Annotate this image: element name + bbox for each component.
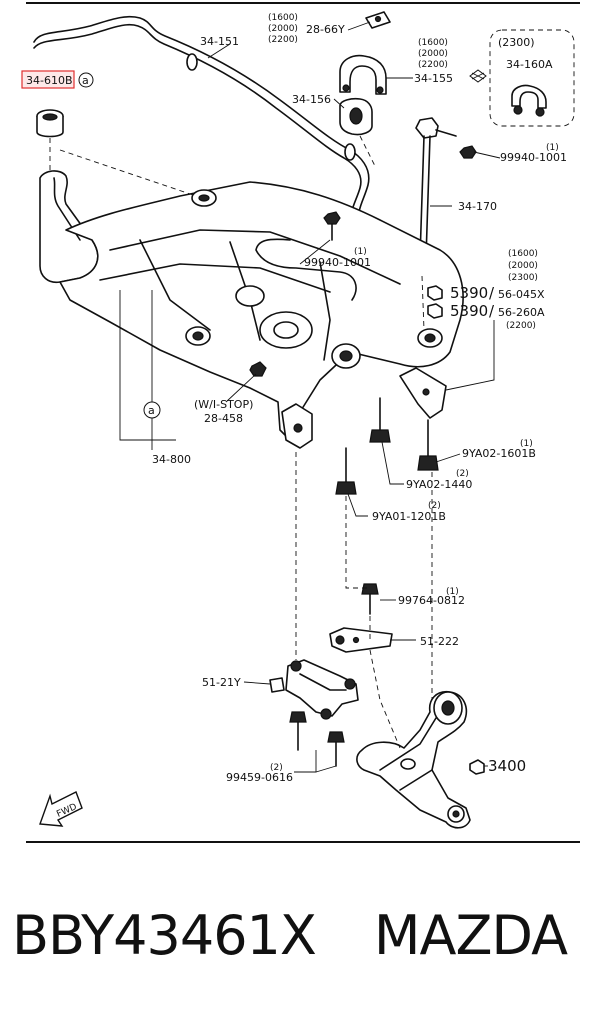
label-28-66y-cap-3: (2200): [268, 35, 298, 45]
label-9ya02-1601b[interactable]: 9YA02-1601B: [462, 447, 536, 460]
bracket-34-155: [339, 54, 387, 95]
label-51-21y[interactable]: 51-21Y: [202, 676, 241, 689]
bolt-9ya02-1440: [369, 397, 391, 443]
label-9ya01-1201b[interactable]: 9YA01-1201B: [372, 510, 446, 523]
bracket-51-21y: [269, 659, 359, 720]
subframe-34-800: [39, 170, 464, 449]
circle-a-marker-bottom: [143, 401, 161, 419]
parts-diagram: 34-151 (1600) (2000) (2200) 28-66Y (1600…: [21, 2, 580, 843]
label-34-610b[interactable]: 34-610B: [26, 74, 73, 87]
label-5390-cap-2: (2000): [508, 261, 538, 271]
label-28-458[interactable]: 28-458: [204, 412, 243, 425]
caption-part-number: BBY43461X: [12, 903, 317, 967]
bushing-34-610b: [36, 109, 64, 138]
label-34-151[interactable]: 34-151: [200, 35, 239, 48]
label-slash-b: /: [489, 302, 495, 320]
circle-a-label-top: a: [82, 74, 89, 87]
label-34-155-cap-3: (2200): [418, 60, 448, 70]
label-56-260a[interactable]: 56-260A: [498, 306, 545, 319]
label-5390-a[interactable]: 5390: [450, 284, 488, 302]
labels: 34-151 (1600) (2000) (2200) 28-66Y (1600…: [21, 13, 567, 820]
ref-5390-a-icon: [427, 285, 443, 301]
label-5390-cap-1: (1600): [508, 249, 538, 259]
circle-a-label-bottom: a: [148, 404, 155, 417]
fwd-arrow-icon: [39, 791, 83, 827]
label-5390-cap-3: (2300): [508, 273, 538, 283]
label-99459-0616[interactable]: 99459-0616: [226, 771, 293, 784]
plate-51-222: [329, 627, 393, 653]
label-9ya01-1201b-qty: (2): [428, 501, 441, 511]
label-99459-0616-qty: (2): [270, 763, 283, 773]
label-99764-0812[interactable]: 99764-0812: [398, 594, 465, 607]
label-34-155[interactable]: 34-155: [414, 72, 453, 85]
caption-brand: MAZDA: [373, 903, 568, 967]
label-28-66y[interactable]: 28-66Y: [306, 23, 345, 36]
label-28-66y-cap-1: (1600): [268, 13, 298, 23]
circle-a-marker-top: [78, 72, 94, 88]
ref-5390-b-icon: [427, 303, 443, 319]
label-slash-a: /: [489, 284, 495, 302]
label-34-155-cap-1: (1600): [418, 38, 448, 48]
label-34-170[interactable]: 34-170: [458, 200, 497, 213]
lower-control-arm: [356, 690, 471, 829]
label-5390-b[interactable]: 5390: [450, 302, 488, 320]
label-wi-stop: (W/I-STOP): [194, 398, 253, 411]
label-56-045x[interactable]: 56-045X: [498, 288, 545, 301]
label-34-155-cap-2: (2000): [418, 49, 448, 59]
highlight-box-34-610b: [21, 70, 75, 89]
clip-28-66y: [365, 11, 391, 29]
ref-3400-arrow: [469, 759, 485, 775]
caption: BBY43461X MAZDA: [12, 895, 592, 975]
label-99940-upper[interactable]: 99940-1001: [500, 151, 567, 164]
stud-99940-lower: [323, 211, 341, 241]
variant-2300-box: [489, 29, 575, 127]
bolt-9ya02-1601b: [417, 419, 439, 471]
label-28-66y-cap-2: (2000): [268, 24, 298, 34]
bolt-9ya01-1201b: [335, 447, 357, 495]
label-3400[interactable]: 3400: [488, 757, 526, 775]
label-9ya02-1440-qty: (2): [456, 469, 469, 479]
label-99940-lower-qty: (1): [354, 247, 367, 257]
label-51-222[interactable]: 51-222: [420, 635, 459, 648]
label-99940-lower[interactable]: 99940-1001: [304, 256, 371, 269]
label-9ya02-1601b-qty: (1): [520, 439, 533, 449]
bracket-56-260a: [399, 367, 447, 419]
bolt-99459-0616: [289, 711, 345, 767]
label-99764-0812-qty: (1): [446, 587, 459, 597]
label-56-260a-cap: (2200): [506, 321, 536, 331]
label-99940-upper-qty: (1): [546, 143, 559, 153]
leader-lines: [49, 21, 501, 773]
label-34-800[interactable]: 34-800: [152, 453, 191, 466]
nut-28-458: [249, 361, 267, 377]
bushing-34-156: [339, 97, 373, 136]
variant-arrow: [469, 69, 487, 83]
label-variant-2300: (2300): [498, 36, 535, 49]
bolt-99764-0812: [361, 583, 379, 615]
label-34-160a[interactable]: 34-160A: [506, 58, 553, 71]
label-9ya02-1440[interactable]: 9YA02-1440: [406, 478, 472, 491]
label-34-156[interactable]: 34-156: [292, 93, 331, 106]
